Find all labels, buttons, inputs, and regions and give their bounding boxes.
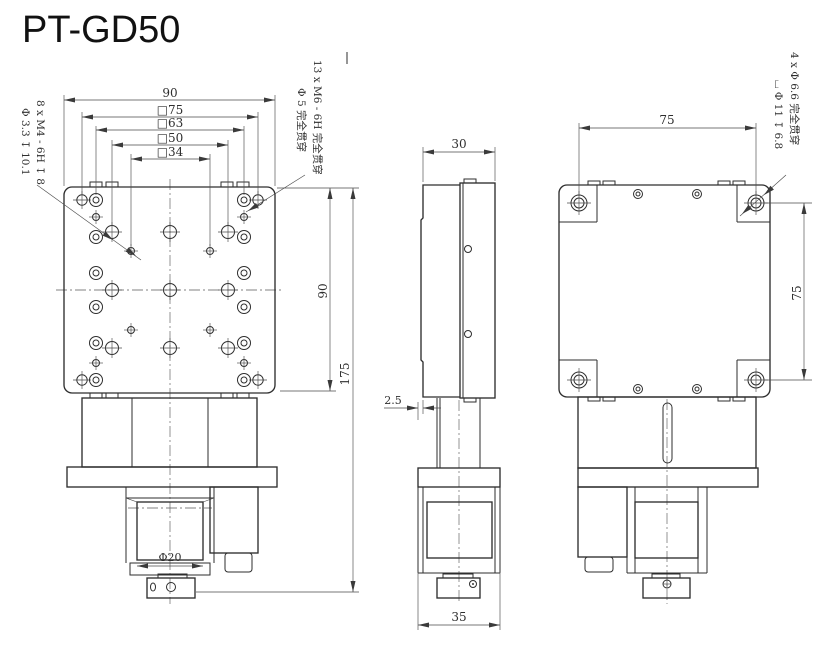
front-annotations: 13 x M6 - 6H 完全贯穿 Φ 5 完全贯穿 8 x M4 - 6H ↧… — [19, 60, 324, 261]
rear-view: 75 75 4 x Φ 6.6 完全贯穿 ⌴ Φ 11 ↧ 6.8 — [558, 52, 812, 604]
rear-slot — [662, 402, 673, 464]
side-view: 30 2.5 35 — [384, 137, 501, 630]
rear-body — [577, 396, 759, 488]
dim-front-sq75: □75 — [157, 103, 184, 117]
dim-front-sq50: □50 — [157, 131, 184, 145]
dim-side-offset: 2.5 — [384, 394, 402, 407]
side-connector-screw — [469, 580, 477, 588]
rear-dimensions: 75 75 — [578, 113, 812, 381]
dim-side-motor-width: 35 — [451, 610, 466, 624]
side-body — [417, 178, 501, 488]
rear-motor — [626, 487, 708, 599]
dim-front-total-height: 175 — [338, 363, 352, 386]
side-screw-hole-top — [464, 245, 472, 253]
note-m4-line1: 8 x M4 - 6H ↧ 8 — [34, 100, 46, 185]
connector-pin — [150, 582, 156, 592]
drawing-title: PT-GD50 — [22, 9, 180, 51]
connector-socket — [166, 582, 176, 592]
note-cb-line2: ⌴ Φ 11 ↧ 6.8 — [772, 80, 784, 149]
dim-motor-diameter: Φ20 — [158, 551, 181, 564]
note-cb-line1: 4 x Φ 6.6 完全贯穿 — [788, 52, 801, 145]
rear-plate — [558, 180, 771, 402]
front-motor — [125, 486, 215, 599]
dim-front-plate-height: 90 — [316, 283, 330, 298]
side-dimensions: 30 2.5 35 — [384, 137, 501, 630]
front-centerlines — [56, 179, 284, 604]
side-screw-hole-bottom — [464, 330, 472, 338]
dim-rear-spacing-h: 75 — [659, 113, 674, 127]
dim-side-depth: 30 — [451, 137, 466, 151]
dim-rear-spacing-v: 75 — [790, 285, 804, 300]
front-body — [66, 397, 278, 488]
front-view: 90 □75 □63 □50 □34 90 175 Φ20 13 x M6 - … — [19, 60, 359, 604]
dim-front-width: 90 — [162, 86, 177, 100]
note-m4-line2: Φ 3.3 ↧ 10.1 — [19, 108, 31, 176]
rear-annotations: 4 x Φ 6.6 完全贯穿 ⌴ Φ 11 ↧ 6.8 — [739, 52, 801, 217]
rear-shaft-housing — [577, 486, 628, 573]
note-m6-line1: 13 x M6 - 6H 完全贯穿 — [311, 60, 324, 175]
side-motor — [417, 487, 501, 599]
front-dimensions: 90 □75 □63 □50 □34 90 175 Φ20 — [63, 86, 359, 593]
dim-front-sq34: □34 — [157, 145, 184, 159]
front-shaft-housing — [209, 486, 259, 573]
dim-front-sq63: □63 — [157, 116, 184, 130]
note-m6-line2: Φ 5 完全贯穿 — [295, 88, 308, 152]
